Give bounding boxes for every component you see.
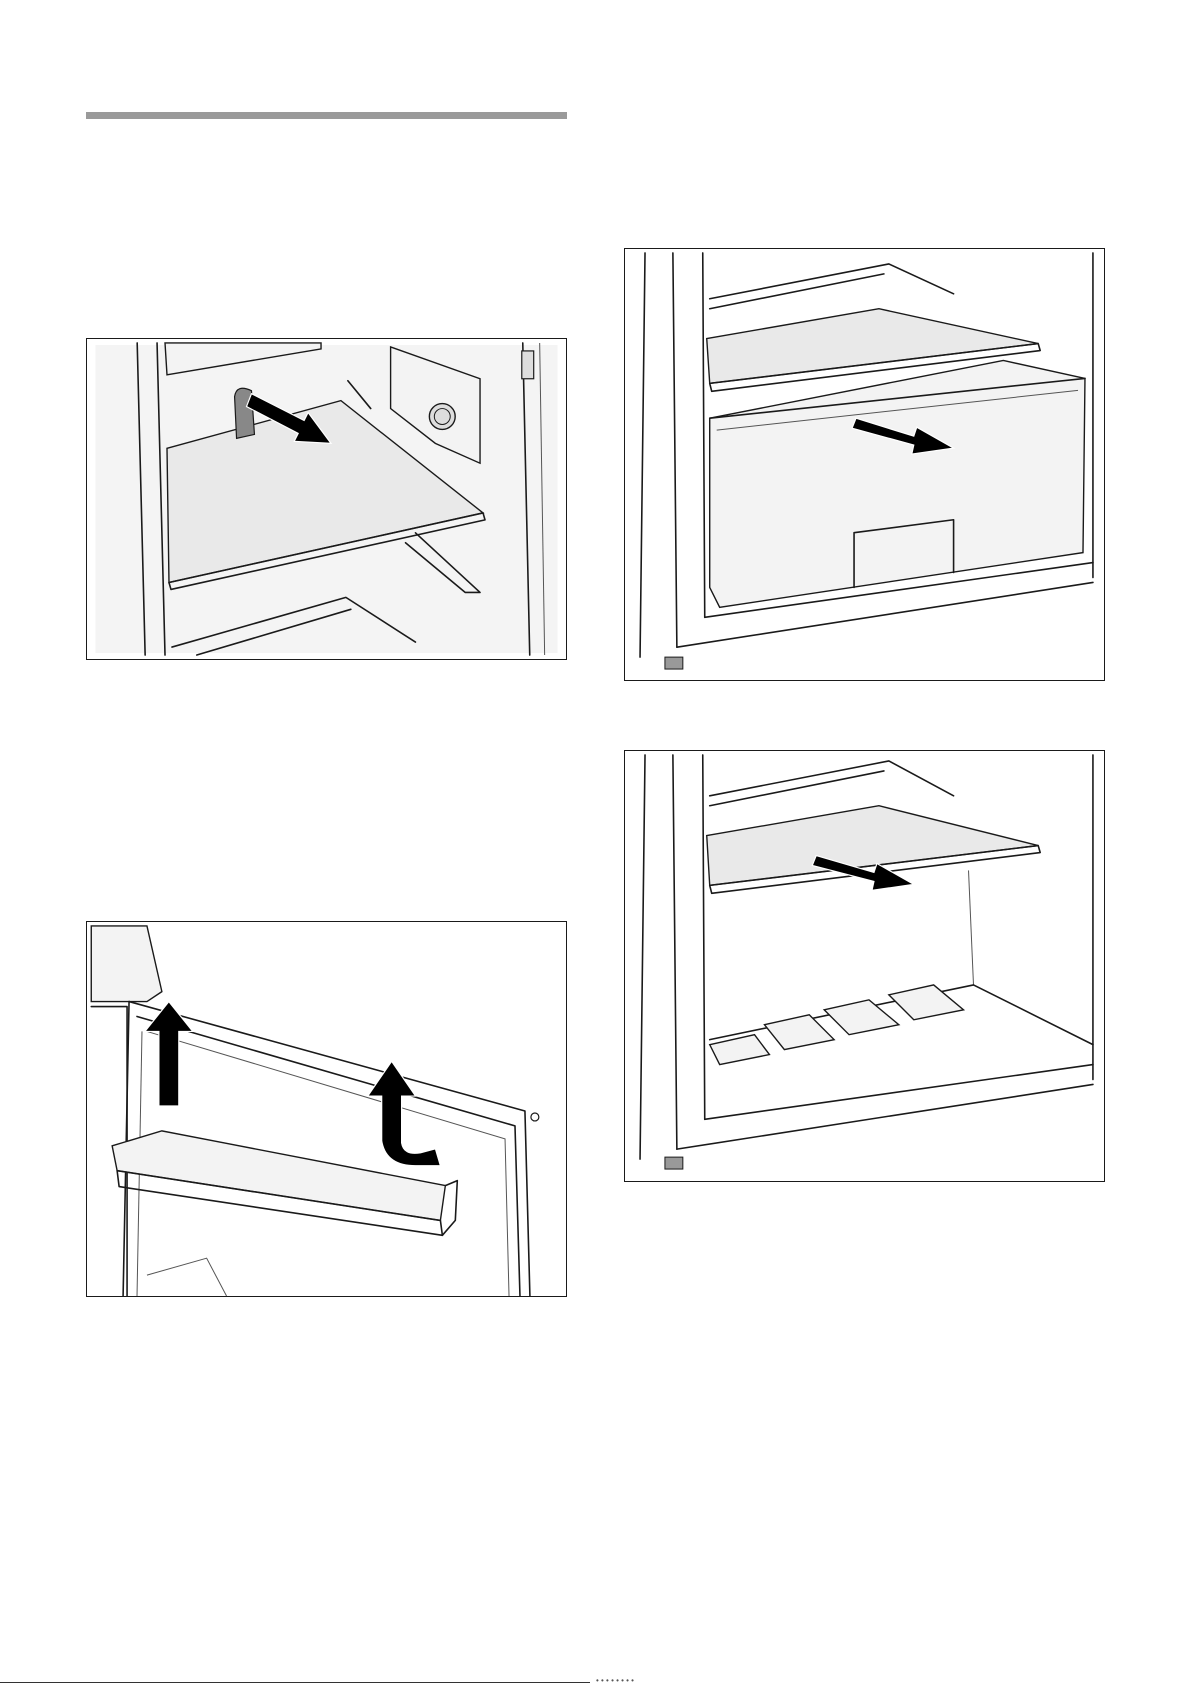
figure-door-shelf bbox=[86, 921, 567, 1297]
vegetable-drawer-illustration bbox=[625, 249, 1104, 680]
footer-rule bbox=[0, 1682, 590, 1683]
figure-lower-glass-shelf bbox=[624, 750, 1105, 1182]
lower-glass-shelf-illustration bbox=[625, 751, 1104, 1181]
section-rule bbox=[86, 112, 567, 119]
figure-glass-shelf bbox=[86, 338, 567, 660]
figure-vegetable-drawer bbox=[624, 248, 1105, 681]
footer-text: • • • • • • • • bbox=[596, 1676, 634, 1685]
door-shelf-illustration bbox=[87, 922, 566, 1296]
glass-shelf-illustration bbox=[87, 339, 566, 659]
